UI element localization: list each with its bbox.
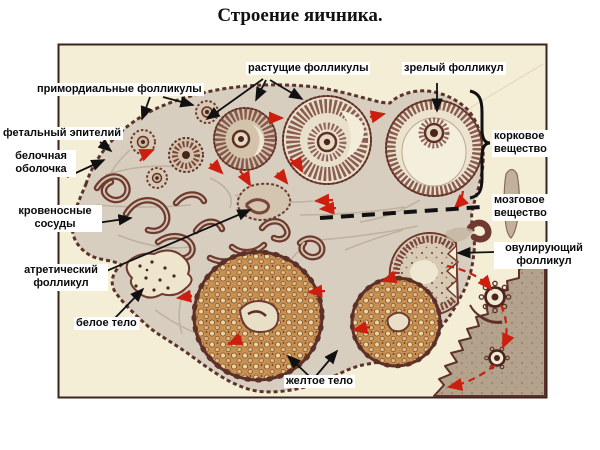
cortex-brace [469, 89, 491, 200]
corpus-luteum-small [349, 275, 443, 369]
label-primordial-follicles: примордиальные фолликулы [35, 83, 204, 97]
follicle-primordial-1 [195, 100, 219, 124]
medulla-dashed-line [319, 205, 483, 220]
follicle-mature [385, 99, 483, 197]
label-growing-follicles: растущие фолликулы [246, 62, 371, 76]
blood-vessels [93, 173, 492, 265]
label-tunica-albuginea: белочная оболочка [6, 150, 76, 177]
follicle-growing-1 [168, 137, 204, 173]
label-fetal-epithelium: фетальный эпителий [1, 127, 124, 141]
label-mature-follicle: зрелый фолликул [402, 62, 506, 76]
follicle-growing-2 [213, 107, 277, 171]
label-cortex: корковое вещество [492, 130, 568, 157]
ovulation-path-arrows [446, 264, 515, 391]
label-atretic-follicle: атретический фолликул [14, 264, 108, 291]
fimbria [433, 168, 546, 397]
label-corpus-luteum: желтое тело [284, 375, 355, 389]
label-blood-vessels: кровеносные сосуды [8, 205, 102, 232]
label-medulla: мозговое вещество [492, 194, 568, 221]
page-title: Строение яичника. [217, 5, 383, 26]
follicle-primordial-3 [146, 167, 168, 189]
label-corpus-albicans: белое тело [74, 317, 139, 331]
red-arrows [138, 110, 469, 346]
follicle-growing-3 [282, 95, 372, 185]
corpus-albicans [125, 249, 193, 299]
label-ovulating-follicle: овулирующий фолликул [494, 242, 594, 269]
corpus-luteum-large [191, 249, 325, 383]
ovum-2 [484, 346, 510, 370]
